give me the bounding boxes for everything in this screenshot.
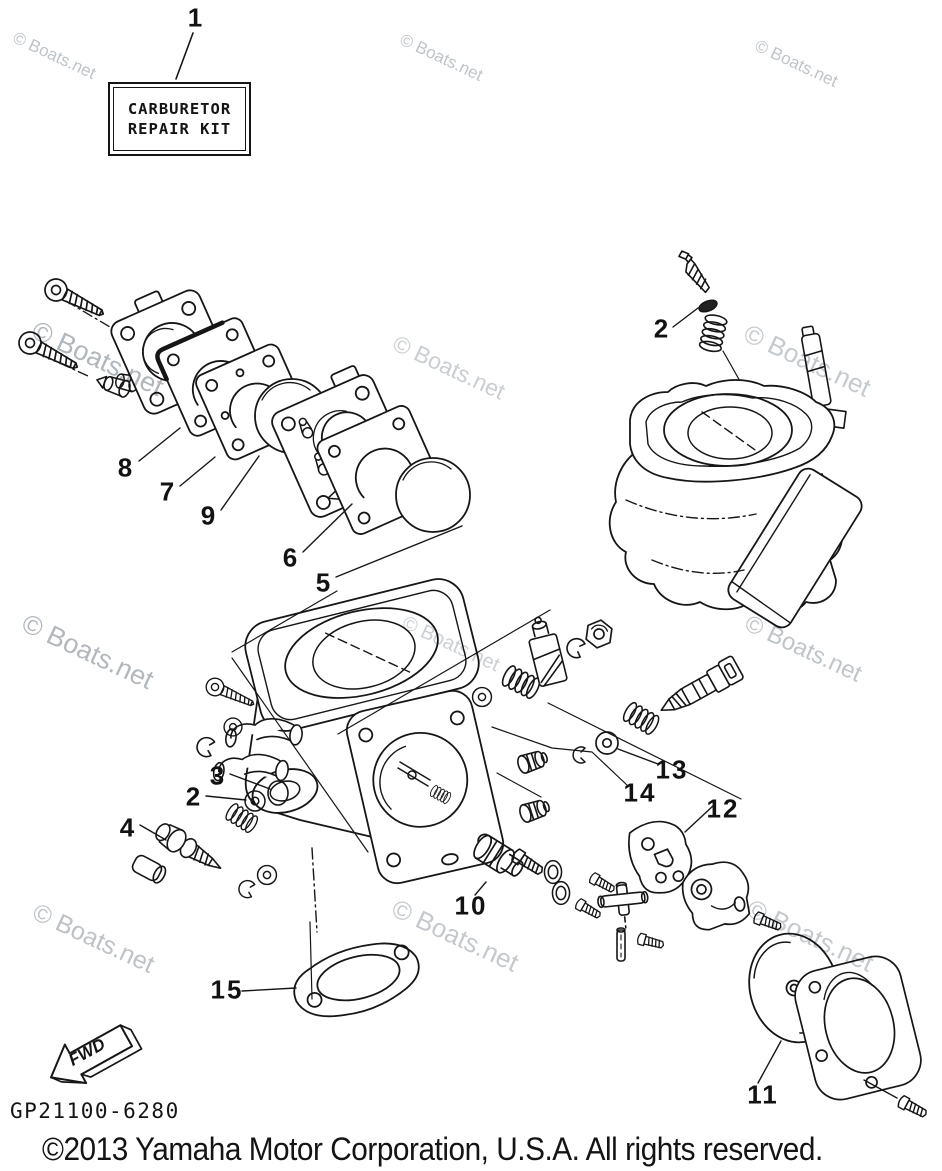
carburetor-body-upper [608,325,863,629]
label-line-1: CARBURETOR [127,100,232,118]
callout-11: 11 [747,1079,779,1110]
cover-gasket [794,955,930,1121]
callout-9: 9 [200,500,218,531]
float-chamber-cover [681,861,784,934]
part-10-plug-valve [473,834,666,962]
part-3-2-4-needle-set [131,674,289,900]
leader-lines [138,307,898,1099]
part-1-label-box: CARBURETOR REPAIR KIT [108,82,251,156]
part-2-pilot-screw-set [678,250,746,391]
drawing-part-code: GP21100-6280 [10,1099,180,1123]
callout-14: 14 [623,777,657,808]
callout-10: 10 [454,890,488,921]
callout-4: 4 [119,812,137,843]
leader-1 [175,32,194,80]
fwd-arrow: FWD [50,1024,143,1085]
callout-1: 1 [187,2,205,33]
part-5-diaphragm [395,457,471,533]
callout-6: 6 [282,542,300,573]
copyright-text: ©2013 Yamaha Motor Corporation, U.S.A. A… [42,1131,823,1167]
callout-7: 7 [159,476,177,507]
callout-5: 5 [315,567,333,598]
part-13-needle-valve [572,655,744,764]
part-1-label-inner-border: CARBURETOR REPAIR KIT [113,87,246,151]
part-15-gasket [293,921,420,1018]
label-line-2: REPAIR KIT [127,120,232,138]
carburetor-body-main [212,578,505,933]
callout-13: 13 [655,754,689,785]
callout-2: 2 [653,313,671,344]
callout-15: 15 [210,974,244,1005]
callout-12: 12 [706,793,740,824]
float-bowl-vent-parts [471,616,613,708]
callout-3: 3 [209,760,227,791]
callout-2: 2 [185,781,203,812]
callout-8: 8 [117,452,135,483]
